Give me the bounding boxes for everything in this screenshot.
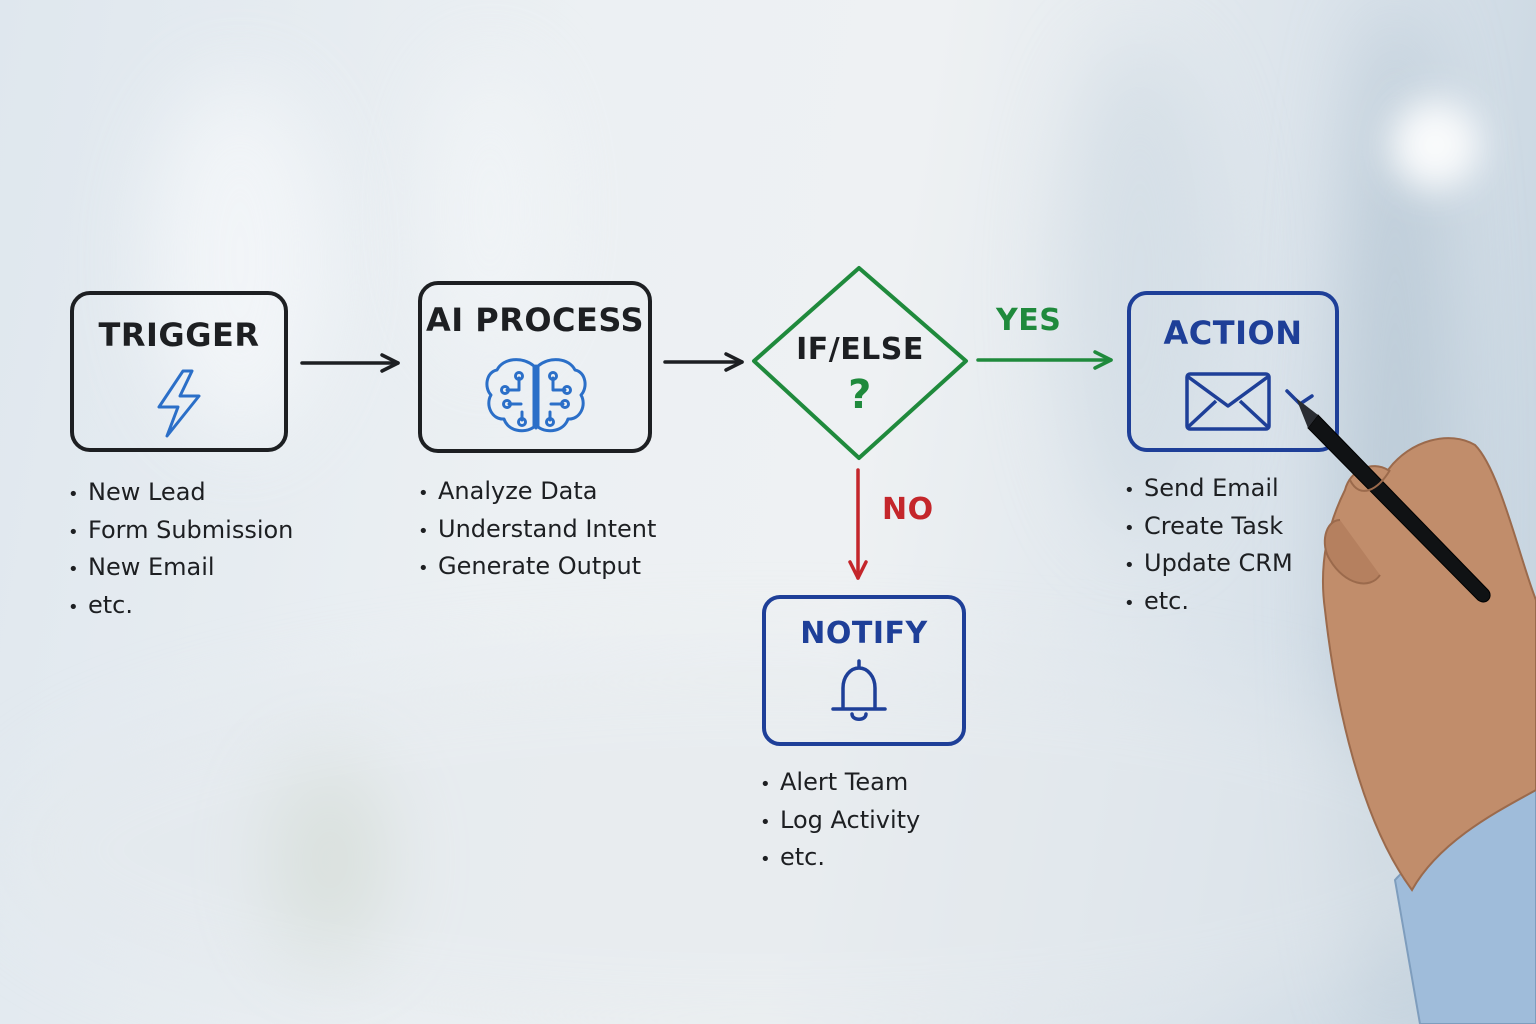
notify-items: Alert Team Log Activity etc. [760,764,920,877]
list-item: Form Submission [68,512,293,550]
question-mark: ? [848,372,872,418]
trigger-box [70,291,288,452]
list-item: Alert Team [760,764,920,802]
lightning-bolt-icon [157,369,201,438]
action-box [1127,291,1339,452]
if-else-title: IF/ELSE [796,332,924,367]
list-item: New Lead [68,474,293,512]
ai-process-items: Analyze Data Understand Intent Generate … [418,473,656,586]
list-item: Generate Output [418,548,656,586]
list-item: etc. [68,587,293,625]
brain-circuit-icon [485,358,587,433]
list-item: etc. [760,839,920,877]
ai-process-box [418,281,652,453]
trigger-title: TRIGGER [98,316,260,354]
list-item: Send Email [1124,470,1293,508]
envelope-icon [1185,372,1271,431]
trigger-items: New Lead Form Submission New Email etc. [68,474,293,624]
notify-title: NOTIFY [800,616,928,651]
ai-process-title: AI PROCESS [425,301,645,339]
list-item: Analyze Data [418,473,656,511]
yes-label: YES [996,303,1062,338]
bell-icon [831,659,887,721]
action-title: ACTION [1163,314,1303,352]
list-item: New Email [68,549,293,587]
notify-box [762,595,966,746]
list-item: Update CRM [1124,545,1293,583]
hand-holding-marker [1296,398,1536,1024]
list-item: Log Activity [760,802,920,840]
list-item: Create Task [1124,508,1293,546]
list-item: etc. [1124,583,1293,621]
if-else-diamond [752,266,968,460]
action-items: Send Email Create Task Update CRM etc. [1124,470,1293,620]
no-label: NO [882,492,934,527]
list-item: Understand Intent [418,511,656,549]
